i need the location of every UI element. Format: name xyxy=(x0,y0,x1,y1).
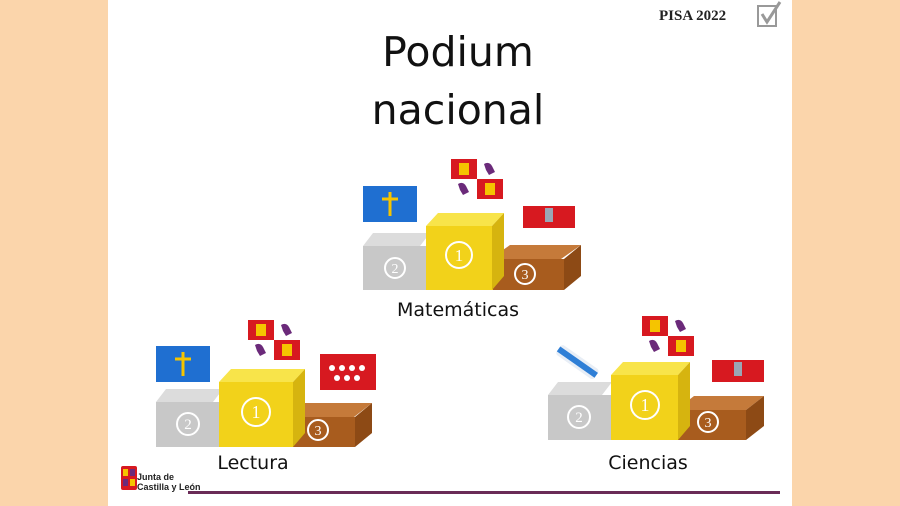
caption-lectura: Lectura xyxy=(217,452,289,474)
junta-castilla-leon-logo-icon xyxy=(121,466,137,490)
svg-text:1: 1 xyxy=(252,402,261,422)
podium-lectura: 1 2 3 xyxy=(154,320,376,447)
podium-matematicas: 1 2 3 xyxy=(361,159,581,290)
slide: Podium nacional PISA 2022 xyxy=(108,0,792,506)
svg-text:2: 2 xyxy=(392,262,399,277)
logo-text: Junta de Castilla y León xyxy=(137,472,201,492)
svg-text:2: 2 xyxy=(184,417,192,433)
svg-text:2: 2 xyxy=(575,410,583,426)
svg-text:1: 1 xyxy=(455,246,464,265)
checkmark-icon xyxy=(757,1,782,27)
podium-ciencias: 1 2 3 xyxy=(548,316,764,440)
pisa-label: PISA 2022 xyxy=(659,8,727,24)
svg-text:3: 3 xyxy=(315,424,322,439)
logo-text-line2: Castilla y León xyxy=(137,482,201,492)
caption-matematicas: Matemáticas xyxy=(396,299,520,321)
caption-ciencias: Ciencias xyxy=(608,452,688,474)
svg-text:3: 3 xyxy=(705,416,712,431)
slide-title-line1: Podium xyxy=(382,28,534,76)
bottom-divider xyxy=(188,491,780,494)
slide-title-line2: nacional xyxy=(371,86,545,134)
svg-text:3: 3 xyxy=(522,268,529,283)
podiums-graphic: 1 2 3 1 2 3 xyxy=(154,159,764,447)
svg-text:1: 1 xyxy=(641,395,650,415)
logo-text-line1: Junta de xyxy=(137,472,175,482)
